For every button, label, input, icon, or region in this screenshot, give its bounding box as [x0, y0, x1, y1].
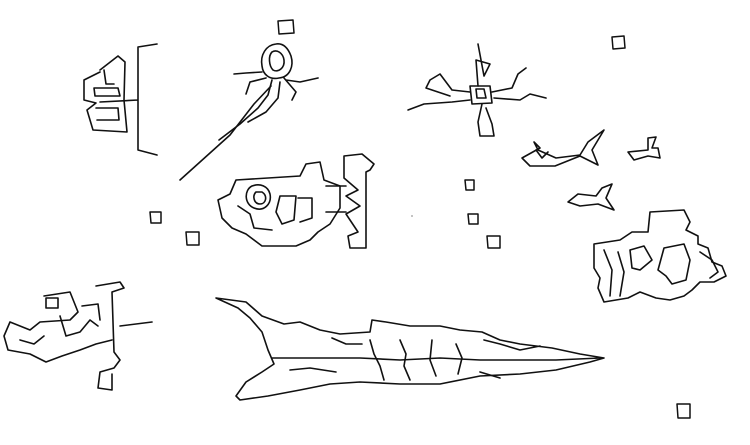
spaceship-left-bottom: [3, 281, 153, 391]
small-fish-2: [627, 136, 661, 161]
ink-dot: [411, 215, 413, 217]
spaceship-left-top: [83, 43, 158, 156]
spiky-creature: [407, 43, 547, 137]
mech-center: [217, 153, 375, 249]
small-fish-3: [567, 183, 615, 211]
debris-squares: [149, 19, 691, 419]
squid-creature: [179, 43, 319, 181]
mech-right: [593, 209, 727, 303]
small-fish-1: [521, 129, 605, 167]
long-fish: [215, 297, 605, 401]
